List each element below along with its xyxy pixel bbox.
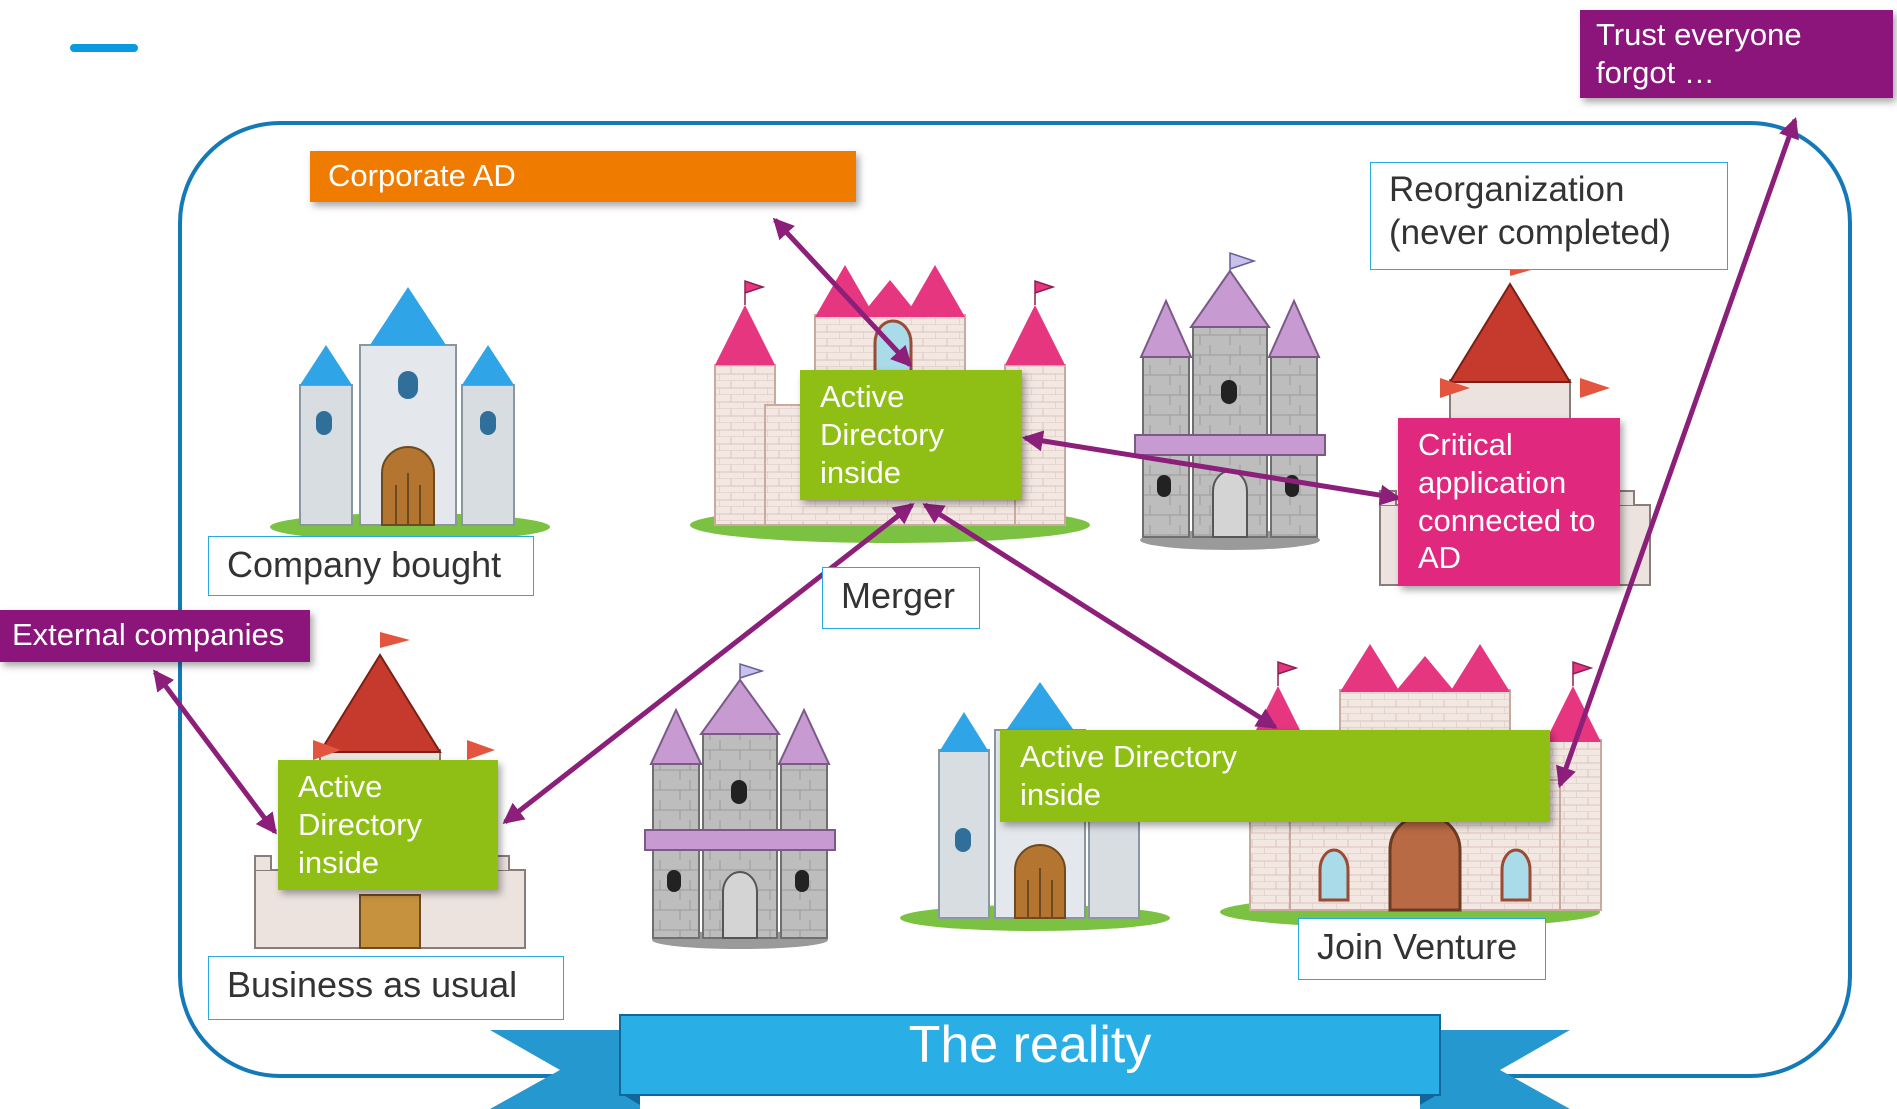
- external-companies-box: External companies: [0, 610, 310, 662]
- gray-purple-castle-icon: [1134, 251, 1326, 550]
- active-directory-merger-box: Active Directory inside: [800, 370, 1022, 500]
- banner-title: The reality: [908, 1016, 1152, 1074]
- trust-forgot-box: Trust everyone forgot …: [1580, 10, 1893, 98]
- arrow-joint-trust: [1556, 117, 1799, 788]
- corporate-ad-box: Corporate AD: [310, 151, 856, 202]
- active-directory-joint-box: Active Directory inside: [1000, 730, 1550, 822]
- arrow-external-business: [153, 669, 277, 835]
- connection-arrows: [153, 117, 1799, 835]
- arrow-corporate-merger: [772, 217, 913, 368]
- critical-application-box: Critical application connected to AD: [1398, 418, 1620, 586]
- gray-purple-castle-icon: [644, 662, 836, 949]
- company-bought-label: Company bought: [208, 536, 534, 596]
- white-blue-castle-icon: [270, 287, 550, 541]
- merger-label: Merger: [822, 567, 980, 629]
- business-as-usual-label: Business as usual: [208, 956, 564, 1020]
- reality-banner: [490, 1014, 1570, 1109]
- arrow-merger-joint: [922, 502, 1278, 730]
- reorganization-box: Reorganization (never completed): [1370, 162, 1728, 270]
- join-venture-label: Join Venture: [1298, 918, 1546, 980]
- arrow-merger-business: [502, 503, 915, 824]
- arrow-merger-critical: [1021, 430, 1402, 506]
- accent-bar: [70, 44, 138, 52]
- active-directory-business-box: Active Directory inside: [278, 760, 498, 890]
